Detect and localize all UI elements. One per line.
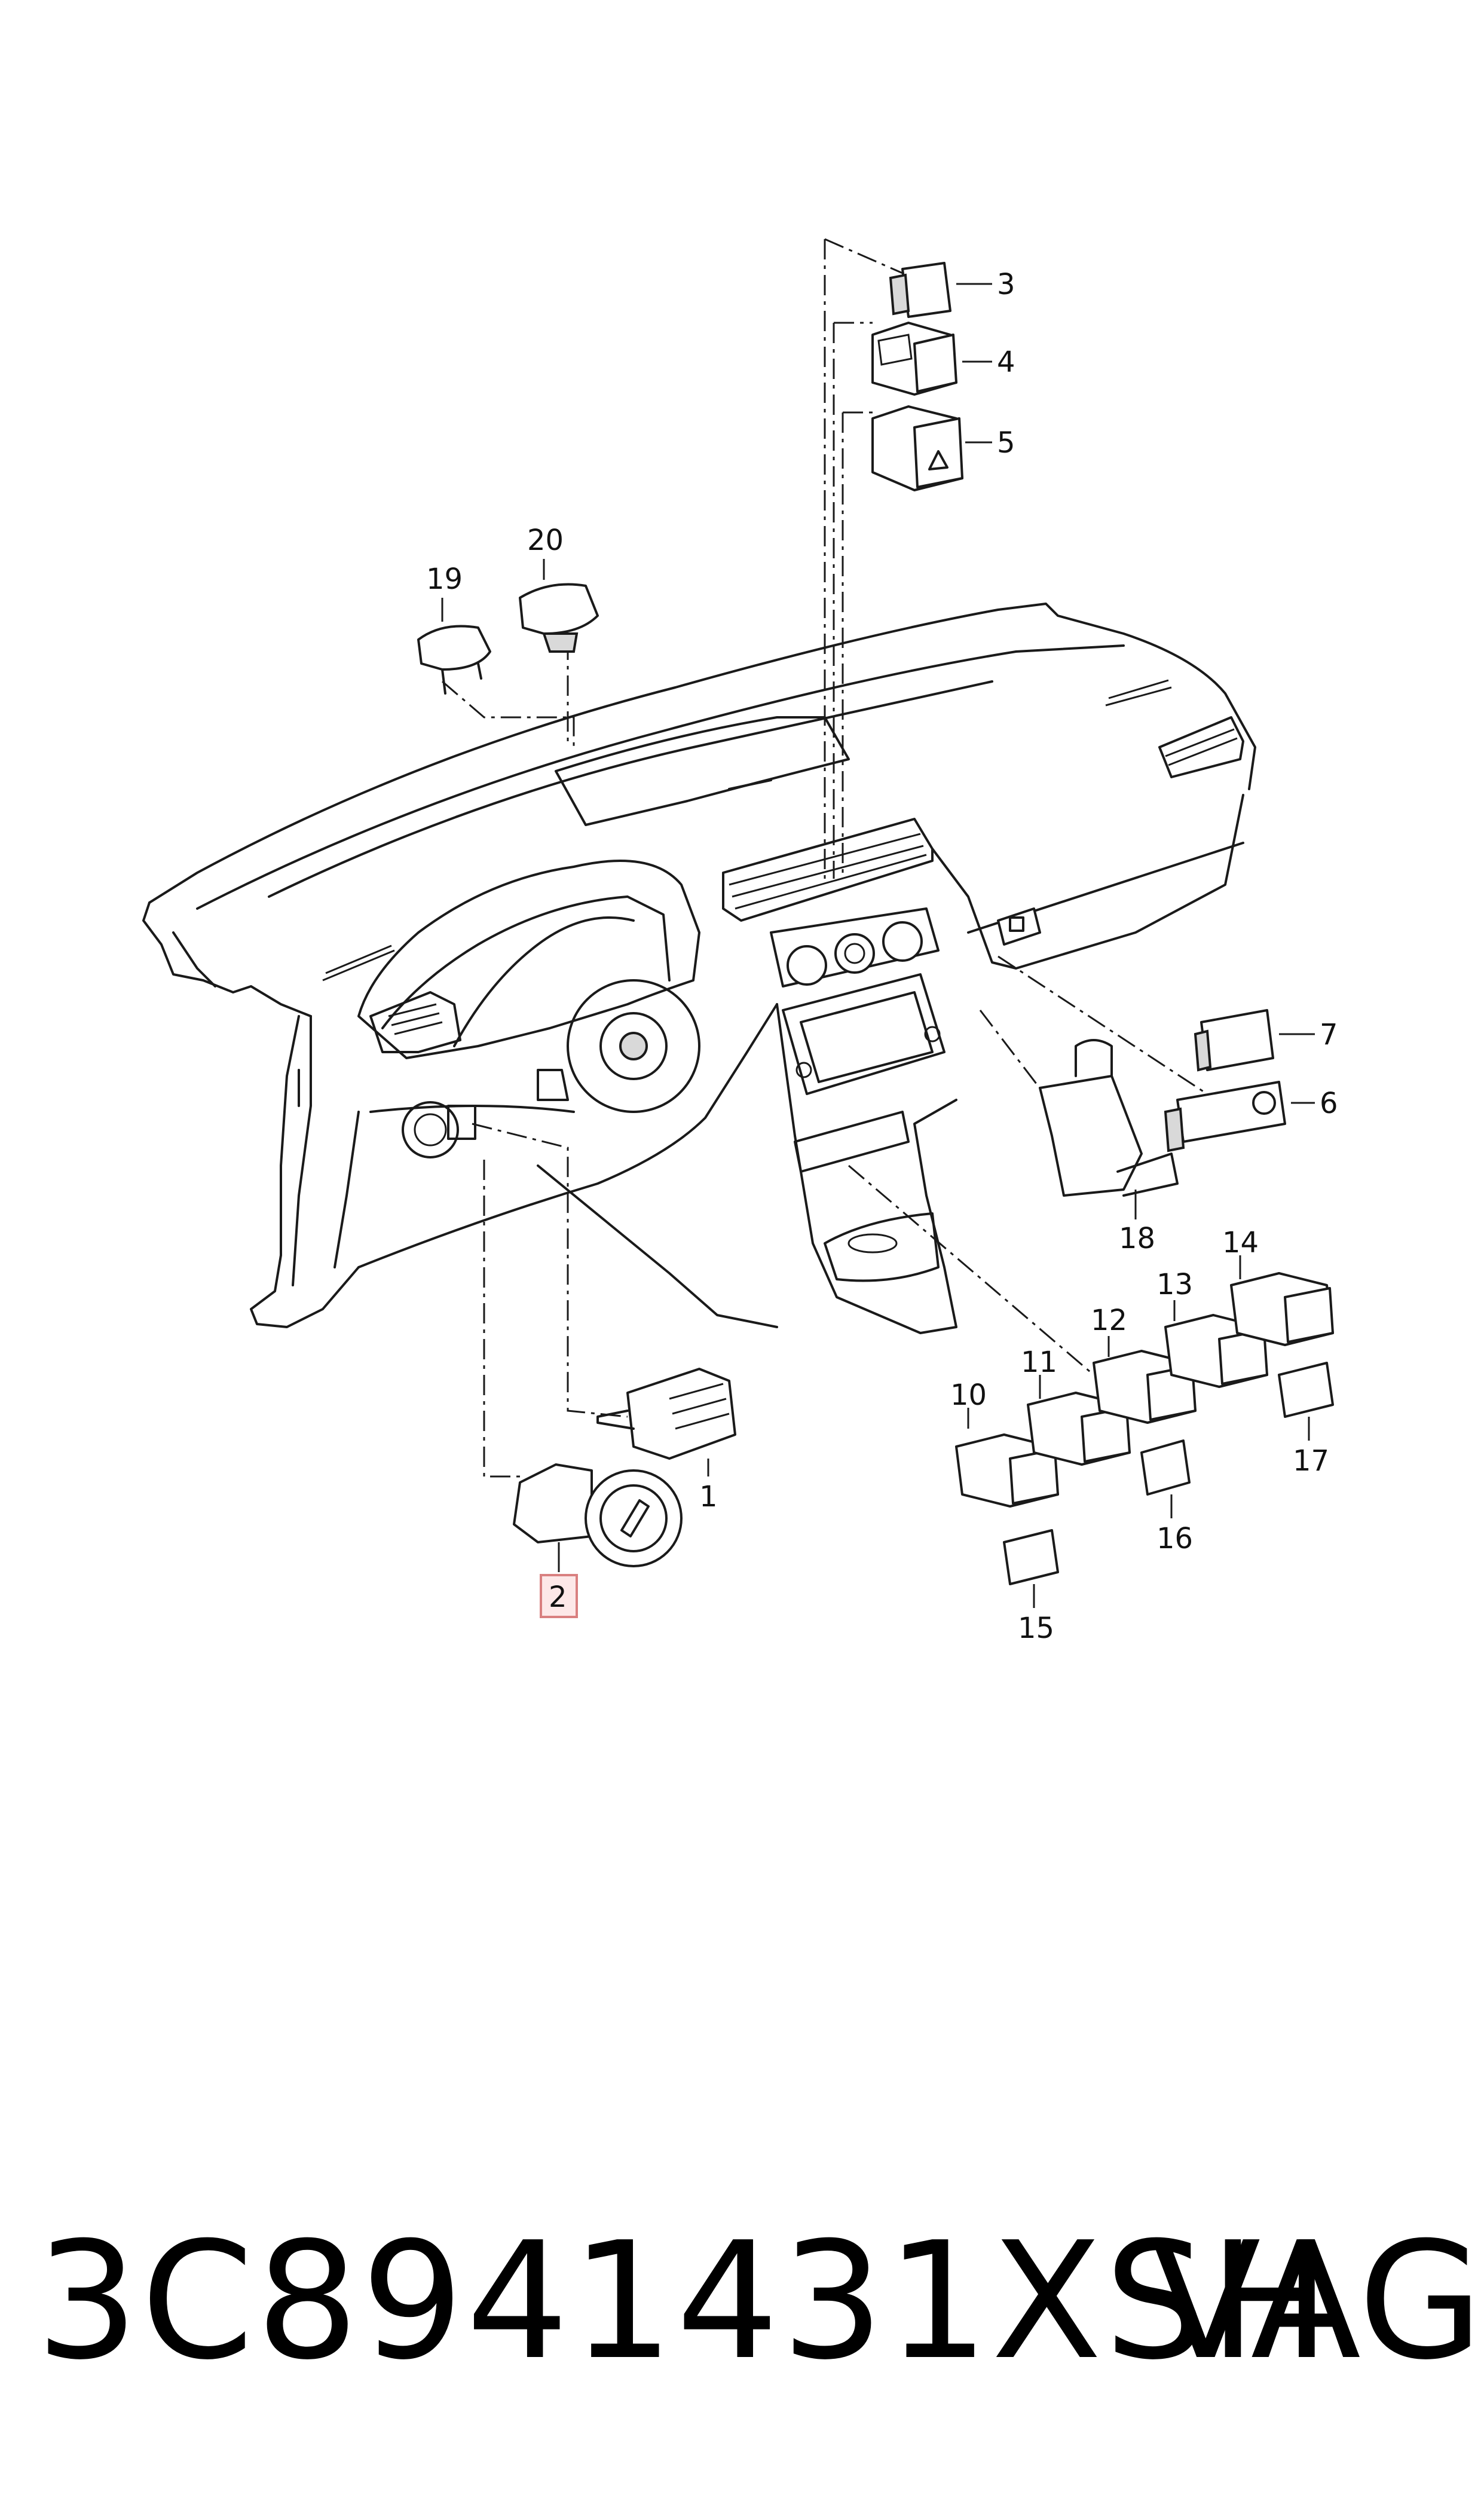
callout-10: 10 — [950, 1378, 987, 1412]
part-7-cover — [1194, 1009, 1274, 1072]
callout-13: 13 — [1156, 1268, 1193, 1301]
part-3-cover — [889, 262, 951, 318]
part-17-cover — [1278, 1362, 1334, 1418]
part-19-cover — [417, 625, 491, 695]
dashboard-exploded-diagram: 1 2 3 4 5 6 7 10 11 12 13 14 15 16 17 18… — [142, 238, 1338, 1645]
part-5-hazard-switch — [871, 405, 963, 491]
callout-4: 4 — [997, 346, 1015, 379]
part-16-cover — [1140, 1439, 1191, 1496]
dashboard-outline — [142, 603, 1256, 1334]
callout-7: 7 — [1320, 1018, 1338, 1051]
part-20-sensor — [519, 583, 599, 653]
part-14-switch — [1230, 1272, 1334, 1346]
callout-18: 18 — [1119, 1222, 1155, 1255]
callout-11: 11 — [1021, 1346, 1057, 1379]
part-10-switch — [955, 1433, 1059, 1508]
callout-16: 16 — [1156, 1522, 1193, 1555]
part-15-cover — [1003, 1529, 1059, 1585]
callout-12: 12 — [1091, 1304, 1127, 1337]
callout-2: 2 — [549, 1580, 567, 1614]
dashed-leader-lines — [442, 238, 1226, 1478]
callout-1: 1 — [699, 1480, 718, 1514]
part-6-switch — [1164, 1081, 1286, 1152]
brand-name: VAG — [1151, 2207, 1483, 2395]
callout-19: 19 — [426, 562, 463, 596]
callout-15: 15 — [1018, 1612, 1054, 1645]
part-4-switch — [871, 322, 957, 396]
part-18-bracket — [1039, 1039, 1179, 1197]
callout-3: 3 — [997, 268, 1015, 301]
callout-labels: 1 2 3 4 5 6 7 10 11 12 13 14 15 16 17 18… — [426, 268, 1338, 1645]
callout-20: 20 — [527, 524, 564, 557]
callout-6: 6 — [1320, 1087, 1338, 1120]
callout-2-highlight: 2 — [540, 1574, 578, 1618]
footer: 3C8941431XSH VAG — [0, 2212, 1484, 2391]
part-2-light-switch — [513, 1463, 683, 1567]
callout-14: 14 — [1222, 1226, 1259, 1259]
callout-leaders — [441, 283, 1315, 1608]
callout-17: 17 — [1293, 1444, 1329, 1478]
part-1-switch — [596, 1368, 736, 1460]
callout-5: 5 — [997, 426, 1015, 460]
part-number: 3C8941431XSH — [36, 2207, 1333, 2395]
